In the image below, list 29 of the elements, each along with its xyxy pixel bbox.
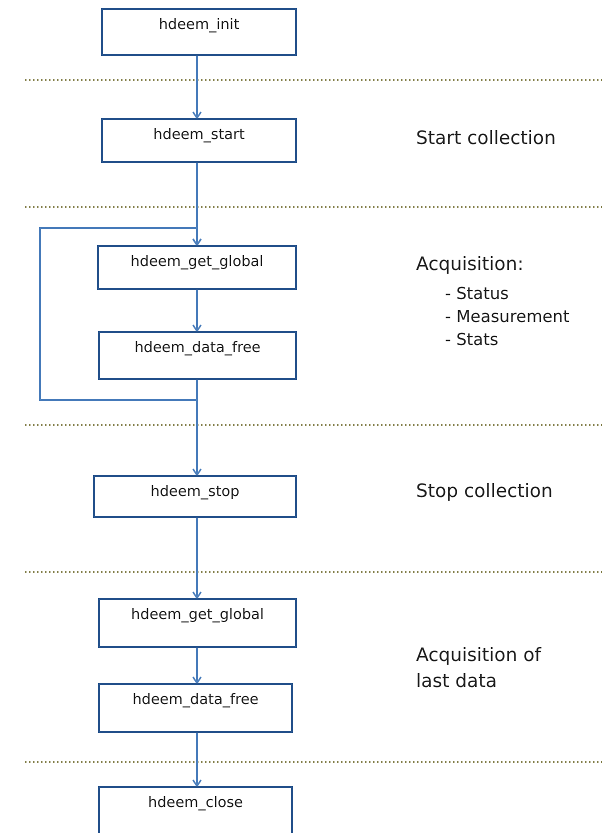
- arrow: [192, 56, 202, 119]
- process-box: [98, 786, 293, 833]
- function-name: hdeem_get_global: [130, 254, 264, 270]
- process-box: [101, 8, 297, 56]
- function-name: hdeem_close: [148, 795, 243, 811]
- phase-label: Acquisition of last data: [416, 644, 542, 694]
- process-box: [98, 683, 293, 733]
- arrow: [192, 290, 202, 332]
- process-box: [97, 245, 297, 290]
- list-item: - Measurement: [445, 307, 570, 327]
- process-box: [101, 118, 297, 163]
- phase-label: Stop collection: [416, 480, 553, 504]
- phase-label: Acquisition:: [416, 253, 524, 277]
- list-item: - Stats: [445, 330, 498, 350]
- phase-label: Start collection: [416, 127, 556, 151]
- process-box: [98, 331, 297, 380]
- function-name: hdeem_start: [153, 127, 245, 143]
- function-name: hdeem_data_free: [134, 340, 261, 356]
- arrow: [192, 648, 202, 684]
- arrow: [192, 518, 202, 599]
- function-name: hdeem_stop: [150, 484, 240, 500]
- function-name: hdeem_get_global: [131, 607, 264, 623]
- arrow: [39, 227, 202, 401]
- process-box: [93, 475, 297, 518]
- list-item: - Status: [445, 284, 509, 304]
- function-name: hdeem_init: [158, 17, 240, 33]
- function-name: hdeem_data_free: [132, 692, 259, 708]
- arrow: [192, 733, 202, 787]
- process-box: [98, 598, 297, 648]
